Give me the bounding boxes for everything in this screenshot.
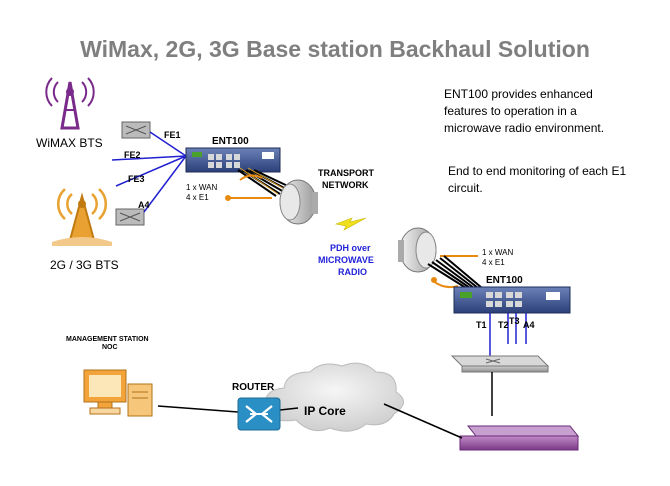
a4-label-b: A4 bbox=[523, 320, 535, 330]
description-line-3: microwave radio environment. bbox=[444, 121, 605, 135]
core-switch-icon bbox=[459, 425, 580, 451]
description-line-2: features to operation in a bbox=[444, 104, 577, 118]
a4-label-a: A4 bbox=[138, 200, 150, 210]
noc-label: NOC bbox=[102, 344, 118, 351]
ip-core-cloud-icon bbox=[264, 362, 404, 432]
switch-icon bbox=[450, 355, 550, 373]
pdh-label-line-3: RADIO bbox=[338, 267, 367, 277]
microwave-dish-b-icon bbox=[398, 227, 437, 273]
e1-label-b: 4 x E1 bbox=[482, 258, 505, 267]
t2-label: T2 bbox=[498, 320, 509, 330]
cellular-tower-icon bbox=[52, 188, 112, 246]
t-links bbox=[489, 313, 527, 358]
t1-label: T1 bbox=[476, 320, 487, 330]
wimax-tower-icon bbox=[45, 77, 95, 130]
wan-label-a: 1 x WAN bbox=[186, 183, 218, 192]
diagram-title: WiMax, 2G, 3G Base station Backhaul Solu… bbox=[80, 36, 590, 62]
ent100-unit-a bbox=[185, 147, 281, 173]
microwave-dish-a-icon bbox=[279, 179, 318, 225]
router-icon bbox=[237, 397, 281, 431]
router-label: ROUTER bbox=[232, 382, 275, 393]
management-station-icon bbox=[83, 369, 153, 417]
description-line-5: circuit. bbox=[448, 181, 483, 195]
pdh-label-line-2: MICROWAVE bbox=[318, 255, 374, 265]
description-line-4: End to end monitoring of each E1 bbox=[448, 164, 627, 178]
wan-pointer-a bbox=[225, 174, 272, 201]
ip-core-label: IP Core bbox=[304, 404, 346, 418]
fe-links bbox=[111, 131, 187, 213]
ent100-b-label: ENT100 bbox=[486, 275, 523, 286]
core-links bbox=[157, 403, 463, 439]
wimax-gateway-icon bbox=[121, 121, 151, 139]
ent100-a-label: ENT100 bbox=[212, 136, 249, 147]
management-station-label: MANAGEMENT STATION bbox=[66, 336, 149, 343]
fe1-label: FE1 bbox=[164, 130, 181, 140]
wimax-bts-label: WiMAX BTS bbox=[36, 136, 103, 150]
fe3-label: FE3 bbox=[128, 174, 145, 184]
pdh-label-line-1: PDH over bbox=[330, 243, 371, 253]
network-label: NETWORK bbox=[322, 180, 369, 190]
cables-b bbox=[427, 255, 483, 289]
e1-label-a: 4 x E1 bbox=[186, 193, 209, 202]
description-line-1: ENT100 provides enhanced bbox=[444, 87, 593, 101]
wireless-link-icon bbox=[334, 217, 367, 231]
wan-label-b: 1 x WAN bbox=[482, 248, 514, 257]
cellular-gateway-icon bbox=[115, 208, 145, 226]
transport-label: TRANSPORT bbox=[318, 168, 374, 178]
ent100-unit-b bbox=[453, 286, 571, 314]
bts-2g3g-label: 2G / 3G BTS bbox=[50, 258, 119, 272]
fe2-label: FE2 bbox=[124, 150, 141, 160]
t3-label: T3 bbox=[509, 316, 520, 326]
cables-a bbox=[237, 167, 293, 197]
